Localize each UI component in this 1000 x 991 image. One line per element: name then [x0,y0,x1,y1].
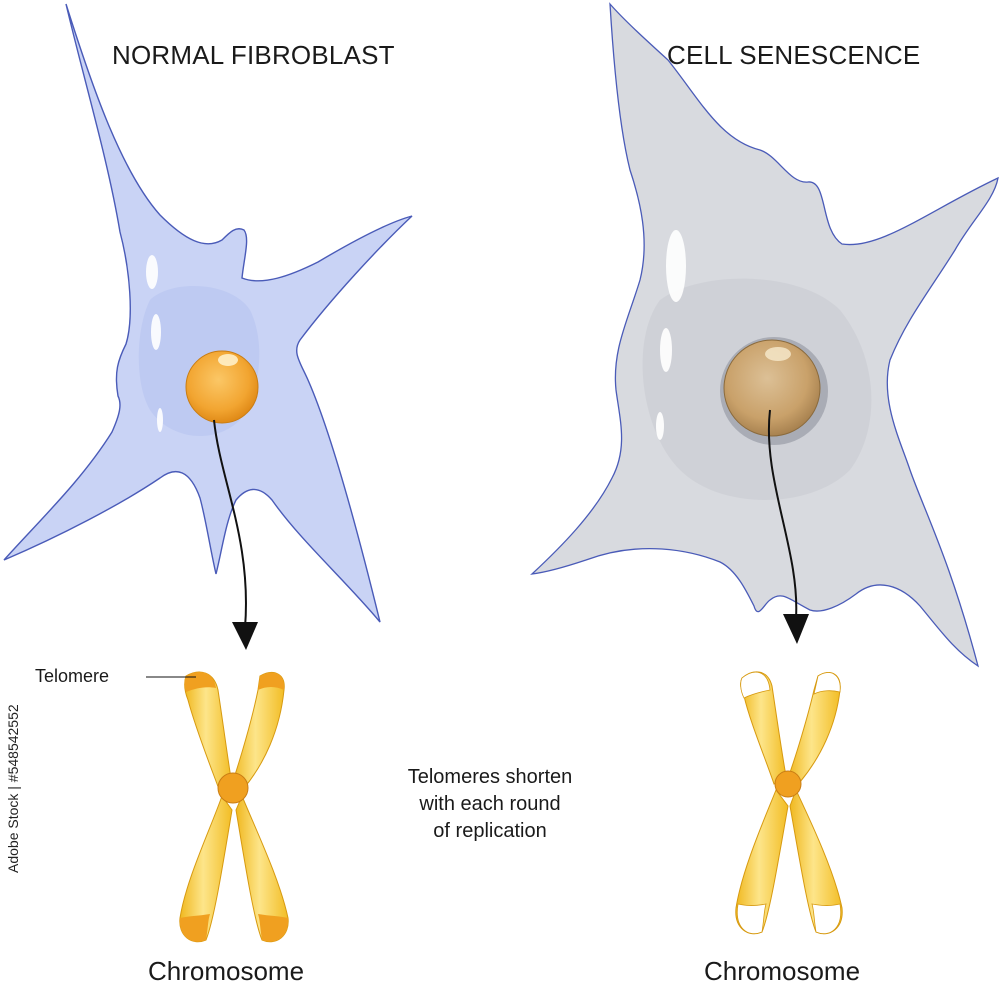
normal-telomere-bottom-right [258,914,289,942]
note-line-1: Telomeres shorten [407,766,573,788]
senescent-telomere-top-left [740,671,771,699]
senescent-chromosome [735,671,843,935]
normal-telomere-bottom-left [179,914,210,942]
senescent-chromosome-caption: Chromosome [704,956,861,986]
note-line-3: of replication [433,820,547,842]
normal-arrow [213,419,247,629]
senescent-telomere-bottom-left [736,903,767,934]
senescent-telomere-top-right [813,672,841,695]
senescent-cell [530,2,999,668]
normal-fibroblast-title: NORMAL FIBROBLAST [112,40,395,70]
telomere-note: Telomeres shorten with each round of rep… [385,764,595,845]
normal-centromere [217,772,249,804]
cell-senescence-title: CELL SENESCENCE [667,40,921,70]
senescent-arrow [767,409,798,619]
normal-chromosome [146,671,289,943]
normal-nucleus [185,350,259,424]
telomere-label: Telomere [35,666,110,686]
normal-chromosome-caption: Chromosome [148,956,305,986]
normal-telomere-top-right [258,672,285,690]
stock-watermark: Adobe Stock | #548542552 [5,704,21,873]
normal-fibroblast-cell [3,3,413,650]
senescent-nucleus [723,339,821,437]
note-line-2: with each round [419,793,561,815]
senescent-centromere [774,770,802,798]
senescent-telomere-bottom-right [811,903,842,934]
